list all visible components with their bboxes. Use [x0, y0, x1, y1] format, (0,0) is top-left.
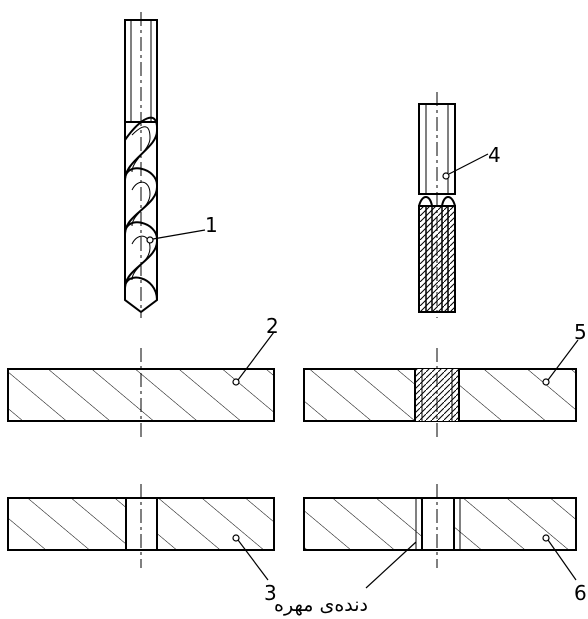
plate-tapped [303, 339, 579, 438]
label-6: 6 [574, 581, 587, 605]
label-5: 5 [574, 320, 587, 344]
tap-tool [418, 92, 489, 318]
label-4: 4 [488, 143, 501, 167]
label-3: 3 [264, 581, 277, 605]
label-1: 1 [205, 213, 218, 237]
plate-threaded [303, 484, 577, 589]
plate-drilled [7, 484, 275, 581]
caption-nut-thread: دنده‌ی مهره [274, 594, 368, 616]
drill-bit [124, 12, 206, 318]
plate-blank [7, 331, 275, 438]
label-2: 2 [266, 314, 279, 338]
